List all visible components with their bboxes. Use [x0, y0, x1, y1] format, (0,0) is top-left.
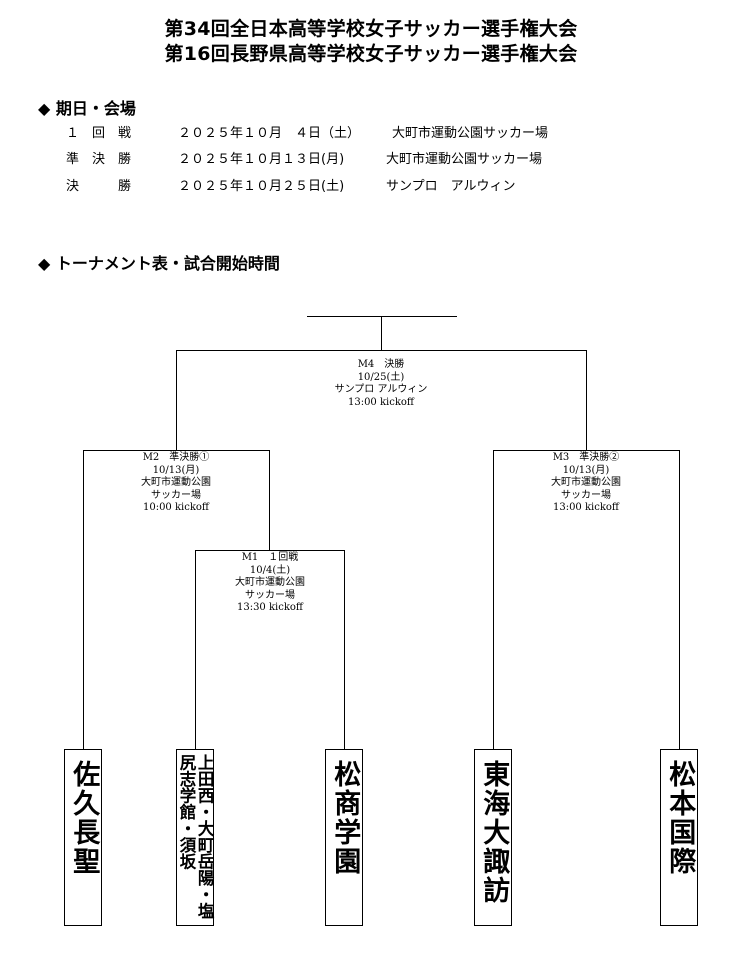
match-m1: M1 １回戦 10/4(土) 大町市運動公園 サッカー場 13:30 kicko… [200, 552, 340, 615]
schedule-date: ２０２５年１０月１３日(月) [178, 152, 345, 167]
match-venue: 大町市運動公園 [141, 477, 211, 488]
team-name: 佐久長聖 [68, 760, 100, 876]
bracket-line [493, 450, 494, 750]
team-name: 松商学園 [329, 760, 361, 876]
schedule-date: ２０２５年１０月 ４日（土） [178, 126, 361, 141]
team-name: 松本国際 [664, 760, 696, 876]
team-name: 東海大諏訪 [478, 760, 510, 905]
match-date: 10/13(月) [562, 464, 610, 476]
schedule-round: １ 回 戦 [66, 126, 132, 141]
schedule-venue: 大町市運動公園サッカー場 [386, 152, 543, 167]
bracket-line [679, 450, 680, 750]
team-box-matsusho-gakuen: 松商学園 [325, 749, 363, 926]
schedule-date: ２０２５年１０月２５日(土) [178, 179, 345, 194]
match-kickoff: 13:30 kickoff [236, 602, 304, 613]
match-date: 10/13(月) [152, 464, 200, 476]
match-m2: M2 準決勝① 10/13(月) 大町市運動公園 サッカー場 10:00 kic… [96, 452, 256, 515]
schedule-venue: サンプロ アルウィン [386, 179, 516, 194]
match-kickoff: 13:00 kickoff [347, 396, 415, 408]
match-date: 10/25(土) [357, 371, 405, 383]
bracket-line [493, 450, 680, 451]
main-title-2: 第16回長野県高等学校女子サッカー選手権大会 [164, 43, 578, 65]
bracket-line [381, 316, 382, 351]
schedule-round: 決 勝 [66, 179, 132, 194]
bracket-line [83, 450, 270, 451]
schedule-heading: ◆ 期日・会場 [38, 99, 136, 118]
bracket-line [344, 550, 345, 750]
match-kickoff: 13:00 kickoff [552, 502, 620, 513]
main-title-1: 第34回全日本高等学校女子サッカー選手権大会 [164, 18, 578, 40]
bracket-line [176, 350, 177, 451]
team-box-joint-team: 上田西・大町岳陽・塩尻志学館・須坂 [176, 749, 214, 926]
match-label: M2 準決勝① [142, 452, 210, 463]
bracket-line [586, 350, 587, 451]
bracket-heading: ◆ トーナメント表・試合開始時間 [38, 254, 280, 273]
team-box-saku-chosei: 佐久長聖 [64, 749, 102, 926]
match-venue: サンプロ アルウィン [334, 384, 428, 395]
bracket-line [195, 550, 196, 750]
match-venue: サッカー場 [151, 489, 201, 501]
match-label: M4 決勝 [357, 359, 405, 370]
match-venue: サッカー場 [245, 589, 295, 601]
match-kickoff: 10:00 kickoff [142, 502, 210, 513]
team-box-tokai-suwa: 東海大諏訪 [474, 749, 512, 926]
bracket-line [269, 450, 270, 551]
bracket-line [176, 350, 587, 351]
match-label: M3 準決勝② [552, 452, 620, 463]
schedule-round: 準 決 勝 [66, 152, 132, 167]
bracket-line [195, 550, 345, 551]
match-venue: 大町市運動公園 [551, 477, 621, 488]
match-m3: M3 準決勝② 10/13(月) 大町市運動公園 サッカー場 13:00 kic… [506, 452, 666, 515]
match-date: 10/4(土) [249, 564, 291, 576]
match-m4: M4 決勝 10/25(土) サンプロ アルウィン 13:00 kickoff [281, 359, 481, 409]
team-name: 上田西・大町岳陽・塩尻志学館・須坂 [177, 754, 215, 919]
bracket-line [83, 450, 84, 750]
match-label: M1 １回戦 [241, 552, 299, 563]
match-venue: サッカー場 [561, 489, 611, 501]
bracket-line [307, 316, 457, 317]
team-box-matsumoto-kokusai: 松本国際 [660, 749, 698, 926]
match-venue: 大町市運動公園 [235, 577, 305, 588]
schedule-venue: 大町市運動公園サッカー場 [392, 126, 549, 141]
